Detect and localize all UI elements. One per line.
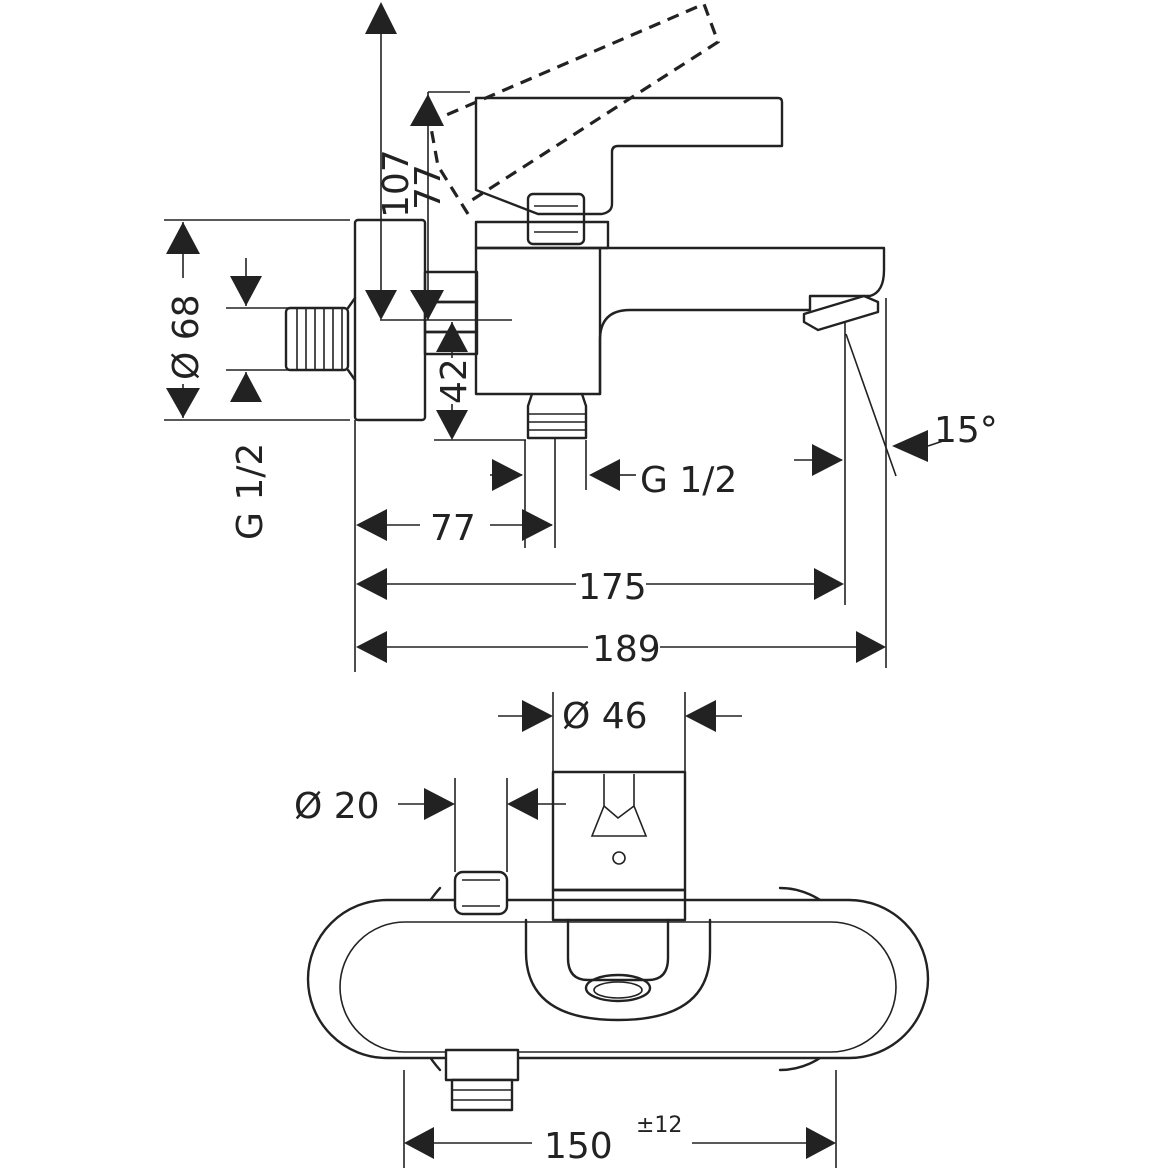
diverter-knob bbox=[453, 870, 509, 916]
dim-77-lever-label: 77 bbox=[408, 164, 449, 210]
lever-top bbox=[551, 770, 687, 922]
dim-150-tolerance: ±12 bbox=[636, 1113, 682, 1138]
dim-150-label: 150 bbox=[544, 1126, 613, 1167]
dim-107-label: 107 bbox=[376, 149, 417, 218]
dim-77-label: 77 bbox=[430, 508, 476, 549]
side-view: 107 77 Ø 68 G 1/2 42 bbox=[164, 1, 998, 672]
dim-175-label: 175 bbox=[578, 567, 647, 608]
dim-15deg-label: 15° bbox=[934, 410, 998, 451]
outlet-thread bbox=[526, 392, 588, 440]
dim-68-label: Ø 68 bbox=[166, 294, 207, 380]
lever-open-position bbox=[428, 1, 720, 215]
cartridge-bottom bbox=[584, 973, 652, 1003]
dim-46-label: Ø 46 bbox=[562, 696, 648, 737]
inlet-left bbox=[444, 1048, 520, 1112]
dim-20-label: Ø 20 bbox=[294, 786, 380, 827]
dim-g12-bottom-label: G 1/2 bbox=[640, 460, 737, 501]
recess bbox=[524, 918, 712, 1022]
dim-42-label: 42 bbox=[434, 358, 475, 404]
inlet-thread-left bbox=[284, 296, 357, 382]
body-inner bbox=[339, 921, 897, 1053]
mixer-body bbox=[474, 220, 886, 396]
top-view: Ø 46 Ø 20 150 ±12 bbox=[294, 692, 930, 1168]
dim-189-label: 189 bbox=[592, 629, 661, 670]
dim-g12-left-label: G 1/2 bbox=[230, 443, 271, 540]
lever-handle bbox=[474, 96, 784, 246]
